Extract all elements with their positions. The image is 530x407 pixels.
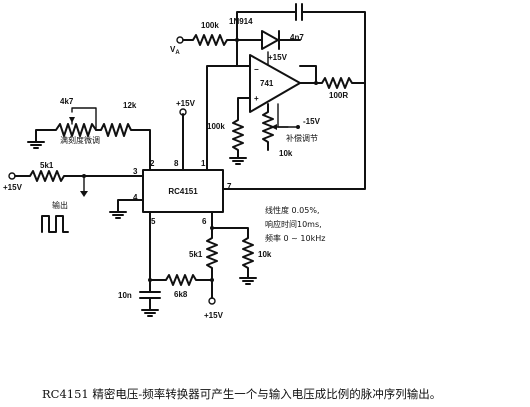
rc4151-name: RC4151 (168, 187, 198, 196)
pin4-ground (109, 211, 127, 219)
r-100r-label: 100R (329, 91, 348, 100)
pin-6: 6 (202, 217, 207, 226)
r-100k-input-label: 100k (201, 21, 219, 30)
vfc-supply-label: +15V (176, 99, 196, 108)
opamp-minus: − (254, 65, 259, 74)
input-supply-label: +15V (3, 183, 23, 192)
r-100k-input (182, 34, 238, 46)
opamp-741: 741 − + (249, 54, 301, 113)
cap-4n7-label: 4n7 (290, 33, 304, 42)
cap-wire-right (301, 11, 366, 67)
pin-8: 8 (174, 159, 179, 168)
pin-3: 3 (133, 167, 138, 176)
r-5k1-input-label: 5k1 (40, 161, 54, 170)
spec-linearity: 线性度 0.05%, (265, 205, 320, 215)
r-6k8-label: 6k8 (174, 290, 188, 299)
pin-1: 1 (201, 159, 206, 168)
pot-10k-offset-label: 10k (279, 149, 293, 158)
r-100k-offset-label: 100k (207, 122, 225, 131)
opamp-vminus-wire (277, 103, 299, 128)
va-label: VA (170, 45, 180, 56)
r-10k-out-ground (239, 277, 257, 285)
pin7-wire (222, 65, 366, 190)
diode-label: 1N914 (229, 17, 253, 26)
cap-10n-ground (141, 309, 159, 317)
pot-10k-wiper-head (271, 124, 277, 130)
pot-4k7-label: 4k7 (60, 97, 74, 106)
pot-4k7-wiper-link (71, 107, 97, 131)
opamp-name: 741 (260, 79, 274, 88)
pin1-wire (206, 65, 251, 171)
r-10k-out-label: 10k (258, 250, 272, 259)
opamp-plus: + (254, 94, 259, 103)
pin-7: 7 (227, 182, 232, 191)
bottom-supply-label: +15V (204, 311, 224, 320)
r-12k-label: 12k (123, 101, 137, 110)
spec-frequency: 频率 0 ~ 10kHz (265, 233, 325, 243)
cap-wire-left (236, 11, 297, 41)
pulse-train-icon (41, 215, 69, 233)
diode-1n914 (261, 30, 279, 50)
pin-4: 4 (133, 193, 138, 202)
out-arrow (80, 191, 88, 197)
output-label: 输出 (52, 200, 68, 210)
opamp-out-to-diode (299, 65, 317, 84)
r-6k8 (149, 274, 213, 286)
figure-caption: RC4151 精密电压-频率转换器可产生一个与输入电压成比例的脉冲序列输出。 (42, 387, 441, 401)
opamp-vplus-label: +15V (268, 53, 288, 62)
r-100k-offset-ground (229, 157, 247, 165)
r-5k1-b-label: 5k1 (189, 250, 203, 259)
bottom-supply-terminal (208, 297, 216, 305)
r-100r (315, 77, 366, 89)
r-12k (95, 123, 151, 149)
cap-10n-label: 10n (118, 291, 132, 300)
r-5k1-input (14, 170, 144, 182)
full-scale-adjust-label: 满刻度微调 (60, 135, 100, 145)
pot-4k7-ground (27, 141, 45, 149)
pot-4k7-wiper-head (69, 117, 75, 123)
offset-adjust-label: 补偿调节 (286, 133, 318, 143)
pot-4k7 (35, 123, 97, 143)
r-5k1-b (206, 227, 218, 281)
spec-response: 响应时间10ms, (265, 219, 322, 229)
vfc-supply-terminal (179, 108, 187, 116)
pin4-wire (117, 199, 144, 213)
r-100k-offset (232, 97, 251, 159)
pin-2: 2 (150, 159, 155, 168)
opamp-vminus-dot (296, 125, 300, 129)
opamp-vminus-label: -15V (303, 117, 321, 126)
pin-5: 5 (151, 217, 156, 226)
r-10k-out (211, 227, 254, 279)
